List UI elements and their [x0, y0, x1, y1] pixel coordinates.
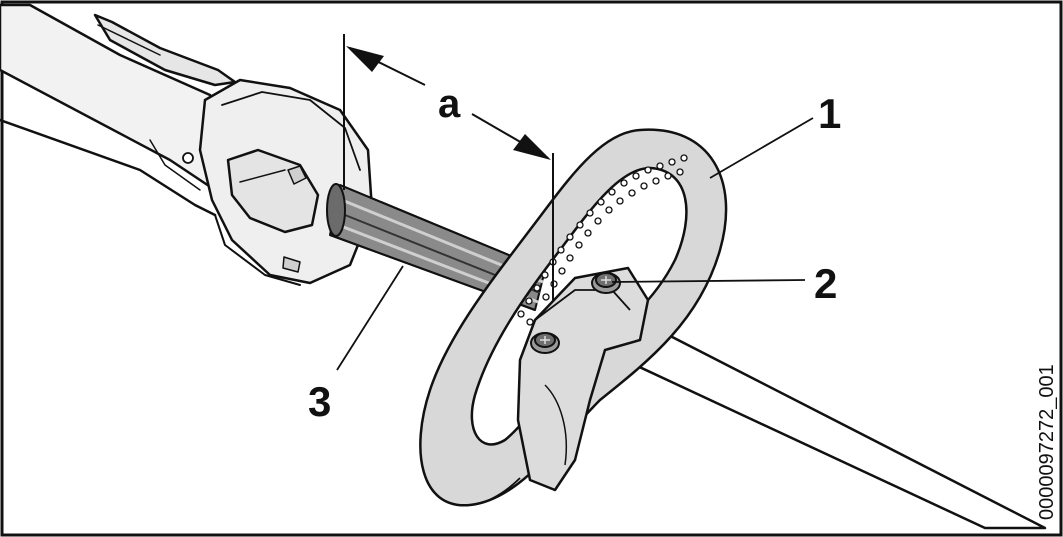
clamp-screw-upper: [591, 272, 621, 294]
clamp-screw-lower: [530, 332, 560, 354]
figure-id: 0000097272_001: [1036, 364, 1058, 520]
hole-pattern: [517, 154, 688, 326]
leader-2: [611, 279, 806, 283]
arrowhead-right: [513, 134, 551, 160]
dimension-label-a: a: [438, 82, 461, 126]
dimension-a: [343, 34, 554, 300]
loop-handle: [419, 128, 728, 507]
leader-3: [336, 265, 404, 371]
clamp-bracket: [516, 266, 650, 492]
handle-housing: [0, 3, 374, 286]
leader-lines: [336, 117, 814, 371]
callout-2: 2: [814, 260, 837, 307]
callout-3: 3: [308, 378, 331, 425]
callout-1: 1: [818, 90, 841, 137]
arrowhead-left: [346, 46, 384, 72]
leader-1: [709, 117, 814, 179]
